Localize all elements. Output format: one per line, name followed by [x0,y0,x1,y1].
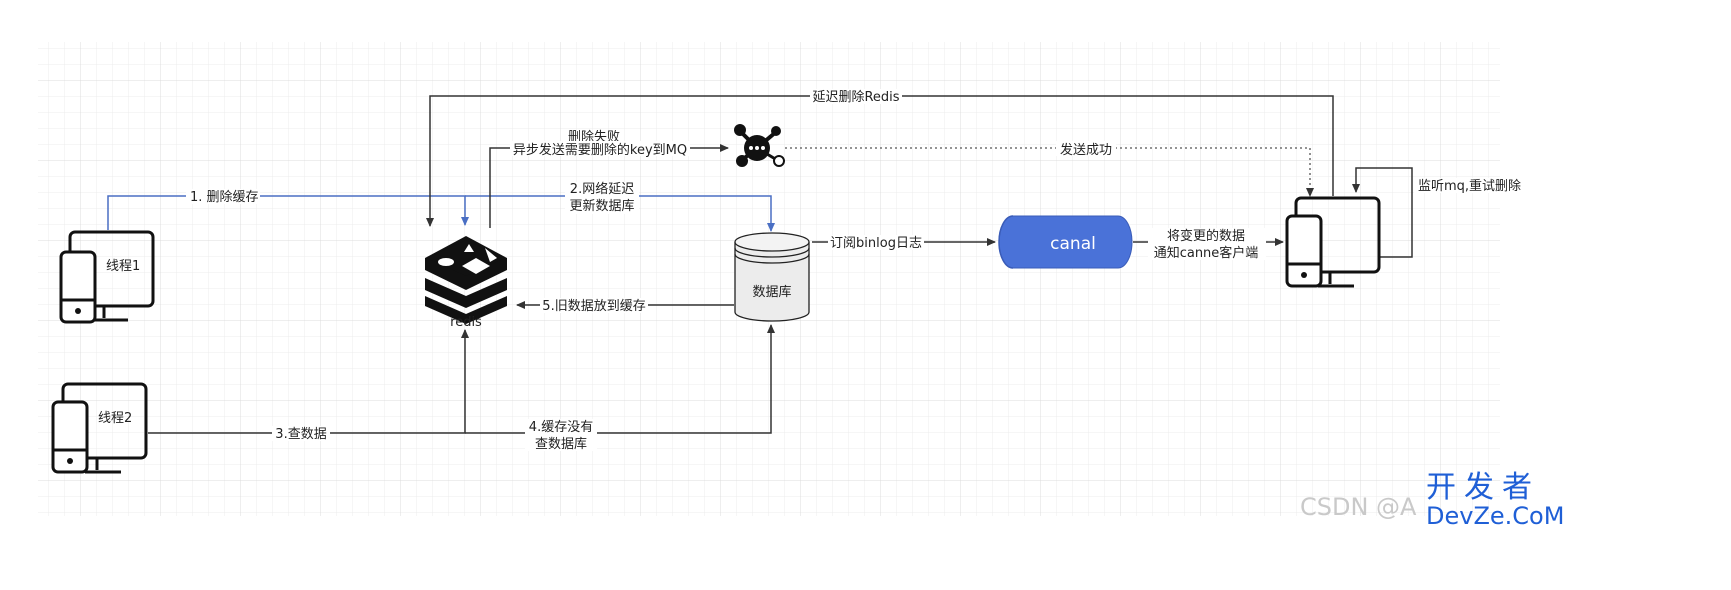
label-delete-cache: 1. 删除缓存 [190,190,259,205]
database-label: 数据库 [752,284,791,300]
label-subscribe-binlog: 订阅binlog日志 [830,236,922,251]
redis-label: redis [450,315,482,330]
thread1-label: 线程1 [106,259,140,274]
edge-delete-cache [107,195,469,230]
label-send-success: 发送成功 [1060,142,1112,158]
label-network-delay: 2.网络延迟 [570,181,634,197]
thread2-device-icon [51,382,148,474]
canal-node [998,215,1133,269]
label-old-data-cache: 5.旧数据放到缓存 [542,299,645,314]
edge-listen-mq [1352,167,1413,258]
canal-label: canal [1050,234,1096,254]
label-query-db: 查数据库 [535,436,587,452]
thread1-device-icon [59,230,155,324]
database-cylinder [734,232,810,322]
edge-send-success [785,147,1314,197]
redis-logo-icon [425,236,507,324]
label-cache-miss: 4.缓存没有 [529,420,593,435]
mq-icon [734,124,785,167]
label-delay-delete: 延迟删除Redis [812,90,899,105]
watermark-csdn: CSDN @A [1300,493,1417,521]
label-update-db: 更新数据库 [569,198,634,214]
label-notify-line2: 通知canne客户端 [1154,245,1259,261]
watermark-en: DevZe.CoM [1426,502,1564,530]
label-query-data: 3.查数据 [275,427,326,442]
label-listen-mq: 监听mq,重试删除 [1418,178,1521,194]
client-device-icon [1285,196,1381,288]
label-notify-line1: 将变更的数据 [1167,228,1245,244]
watermark-cn: 开发者 [1426,470,1540,505]
label-send-mq: 异步发送需要删除的key到MQ [513,142,687,158]
thread2-label: 线程2 [98,411,132,426]
